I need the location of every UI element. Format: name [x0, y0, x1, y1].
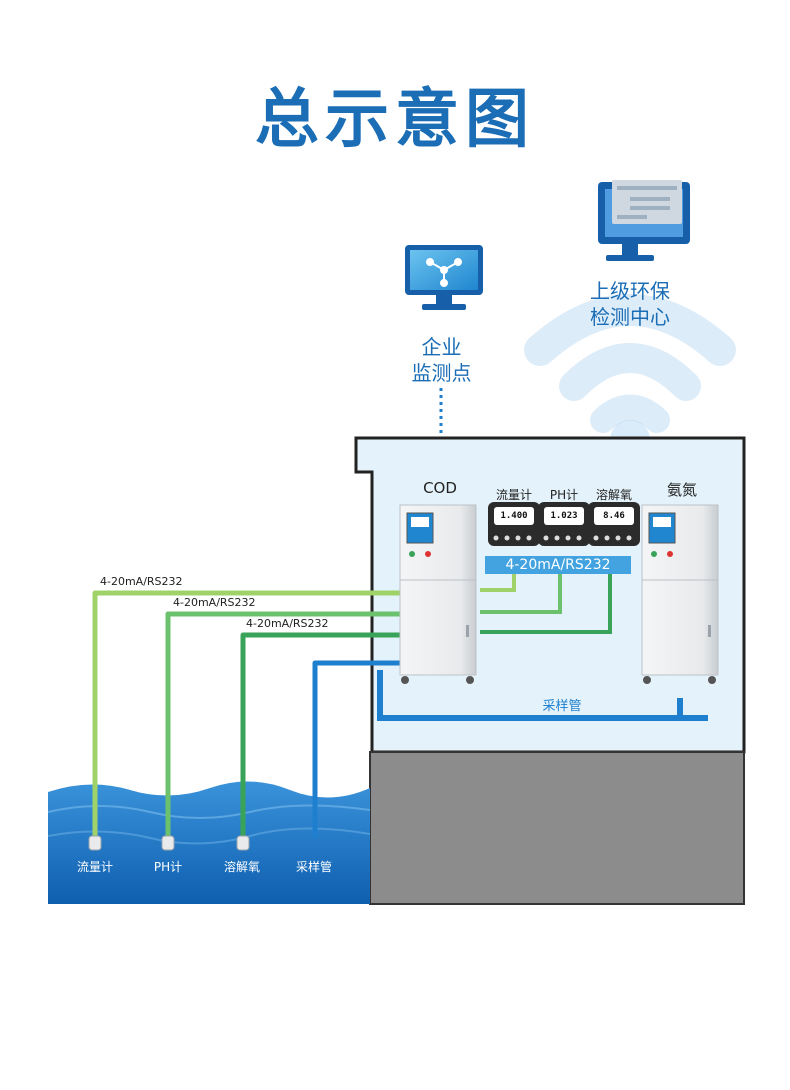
- do-line: [240, 632, 402, 838]
- sensor-label-sampling: 采样管: [295, 860, 332, 874]
- environmental-center-monitor-icon: [598, 180, 690, 261]
- ph-display: 1.023: [538, 502, 590, 532]
- do-meter-label: 溶解氧: [595, 488, 632, 502]
- sampling-pipe-label: 采样管: [542, 699, 582, 714]
- floor: [369, 751, 745, 905]
- flowmeter-meter-label: 流量计: [495, 488, 532, 502]
- sensor-label-ph: PH计: [153, 860, 183, 874]
- wifi-icon: [524, 294, 736, 433]
- signal-bus: [485, 556, 631, 574]
- sampling-pipe: [377, 670, 708, 721]
- sensor-label-do: 溶解氧: [223, 860, 260, 874]
- line1-label: 4-20mA/RS232: [100, 575, 183, 588]
- line2-label: 4-20mA/RS232: [173, 596, 256, 609]
- flowmeter-display: 1.400: [488, 502, 540, 532]
- water-body: [47, 781, 371, 904]
- ph-meter-label: PH计: [549, 488, 579, 502]
- enterprise-label: 企业 监测点: [411, 335, 472, 385]
- bus-label: 4-20mA/RS232: [505, 557, 611, 573]
- flowmeter-line: [92, 590, 402, 838]
- cod-label: COD: [423, 479, 457, 497]
- ph-line: [165, 611, 402, 838]
- ammonia-label: 氨氮: [666, 481, 697, 499]
- sampling-line: [312, 660, 402, 838]
- line3-label: 4-20mA/RS232: [246, 617, 329, 630]
- probes: [88, 835, 250, 851]
- do-display: 8.46: [588, 502, 640, 532]
- page-title: 总示意图: [255, 83, 535, 157]
- ammonia-cabinet: [641, 504, 719, 684]
- enterprise-monitor-icon: [405, 245, 483, 310]
- sensor-label-flowmeter: 流量计: [76, 860, 113, 874]
- cod-cabinet: [399, 504, 477, 684]
- environmental-center-label: 上级环保 检测中心: [590, 279, 670, 329]
